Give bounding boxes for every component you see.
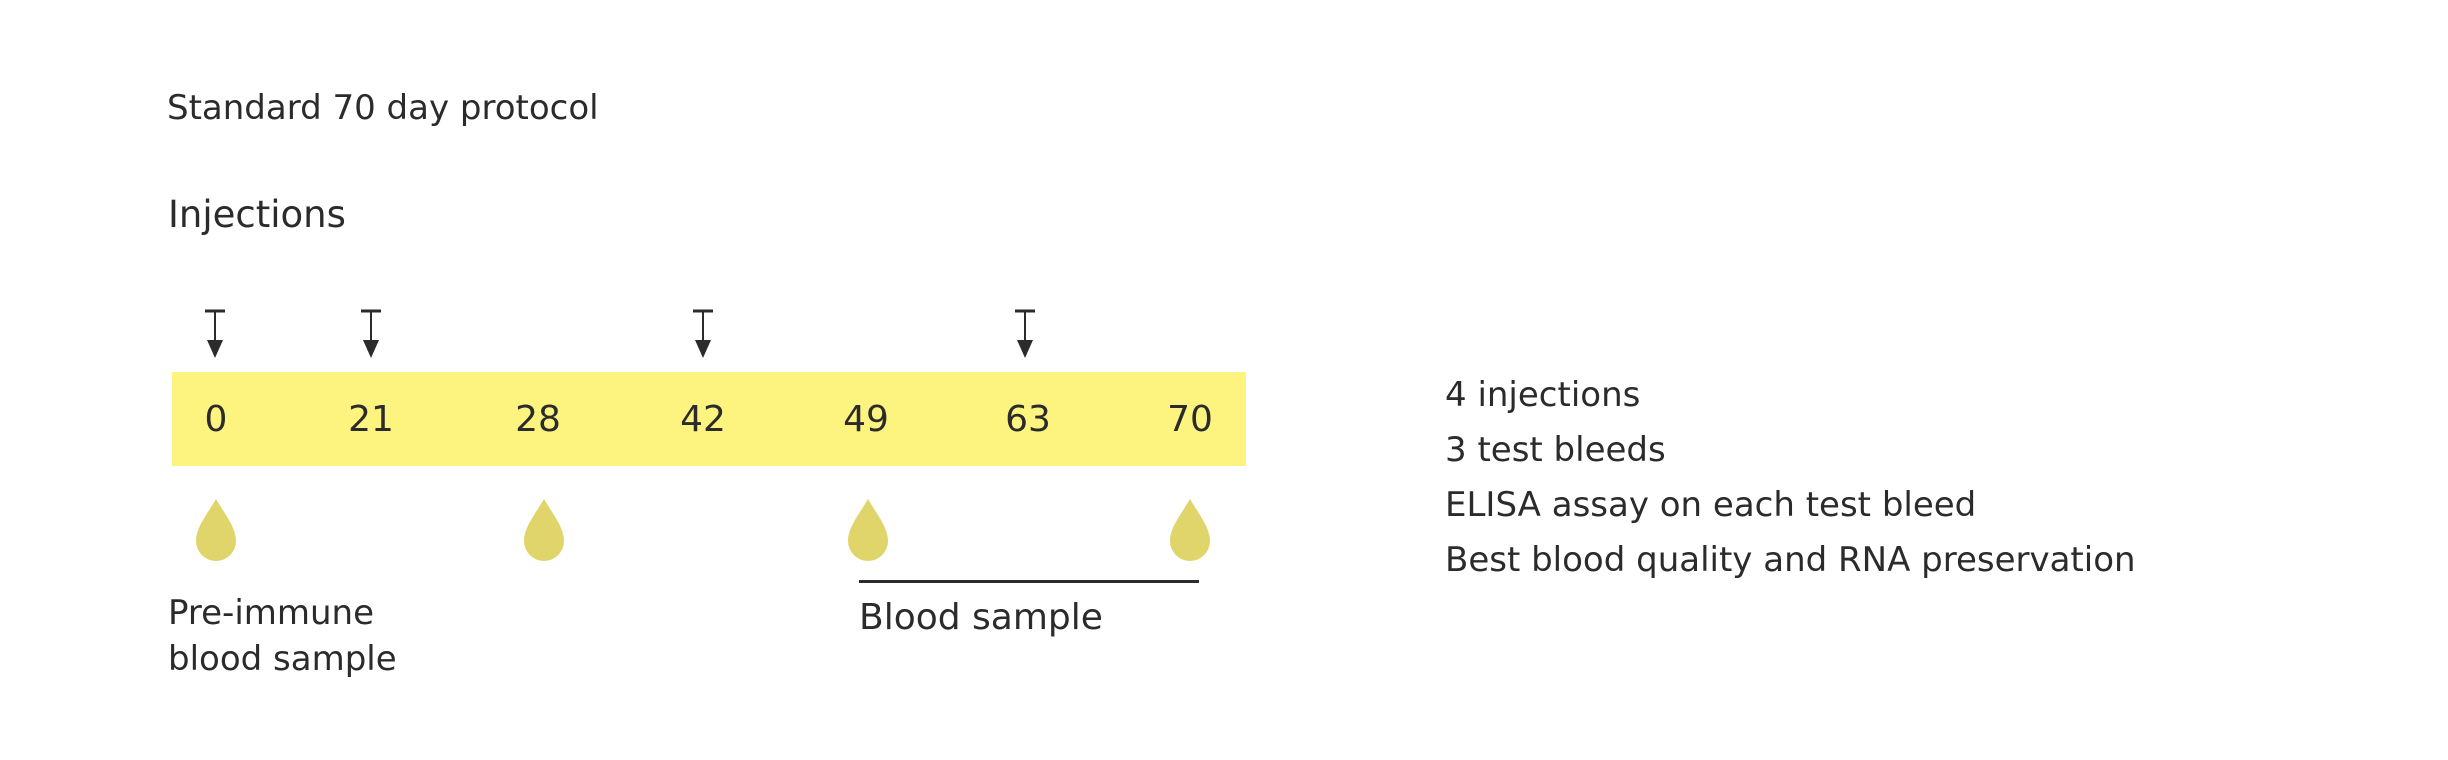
day-label: 28 (515, 399, 561, 440)
protocol-title: Standard 70 day protocol (167, 88, 599, 128)
blood-drop-icon (848, 499, 888, 561)
blood-drop-icon (524, 499, 564, 561)
summary-item: 4 injections (1445, 375, 1641, 415)
timeline-band (172, 372, 1246, 466)
blood-drop-icon (196, 499, 236, 561)
protocol-summary-list: 4 injections 3 test bleeds ELISA assay o… (1445, 372, 2136, 592)
blood-sample-label: Blood sample (859, 597, 1103, 638)
day-label: 42 (680, 399, 726, 440)
injection-arrow-icon (205, 309, 225, 358)
day-label: 21 (348, 399, 394, 440)
pre-immune-line-2: blood sample (168, 639, 397, 679)
pre-immune-line-1: Pre-immune (168, 593, 375, 633)
summary-item: Best blood quality and RNA preservation (1445, 540, 2136, 580)
injection-arrow-icon (361, 309, 381, 358)
day-label: 63 (1005, 399, 1051, 440)
summary-item: 3 test bleeds (1445, 430, 1666, 470)
pre-immune-label: Pre-immune blood sample (168, 590, 468, 682)
blood-sample-bracket (859, 580, 1199, 583)
day-label: 0 (204, 399, 228, 440)
injection-arrow-icon (693, 309, 713, 358)
blood-drop-icon (1170, 499, 1210, 561)
day-label: 70 (1167, 399, 1213, 440)
injections-heading: Injections (168, 193, 346, 236)
summary-item: ELISA assay on each test bleed (1445, 485, 1977, 525)
injection-arrow-icon (1015, 309, 1035, 358)
day-label: 49 (843, 399, 889, 440)
